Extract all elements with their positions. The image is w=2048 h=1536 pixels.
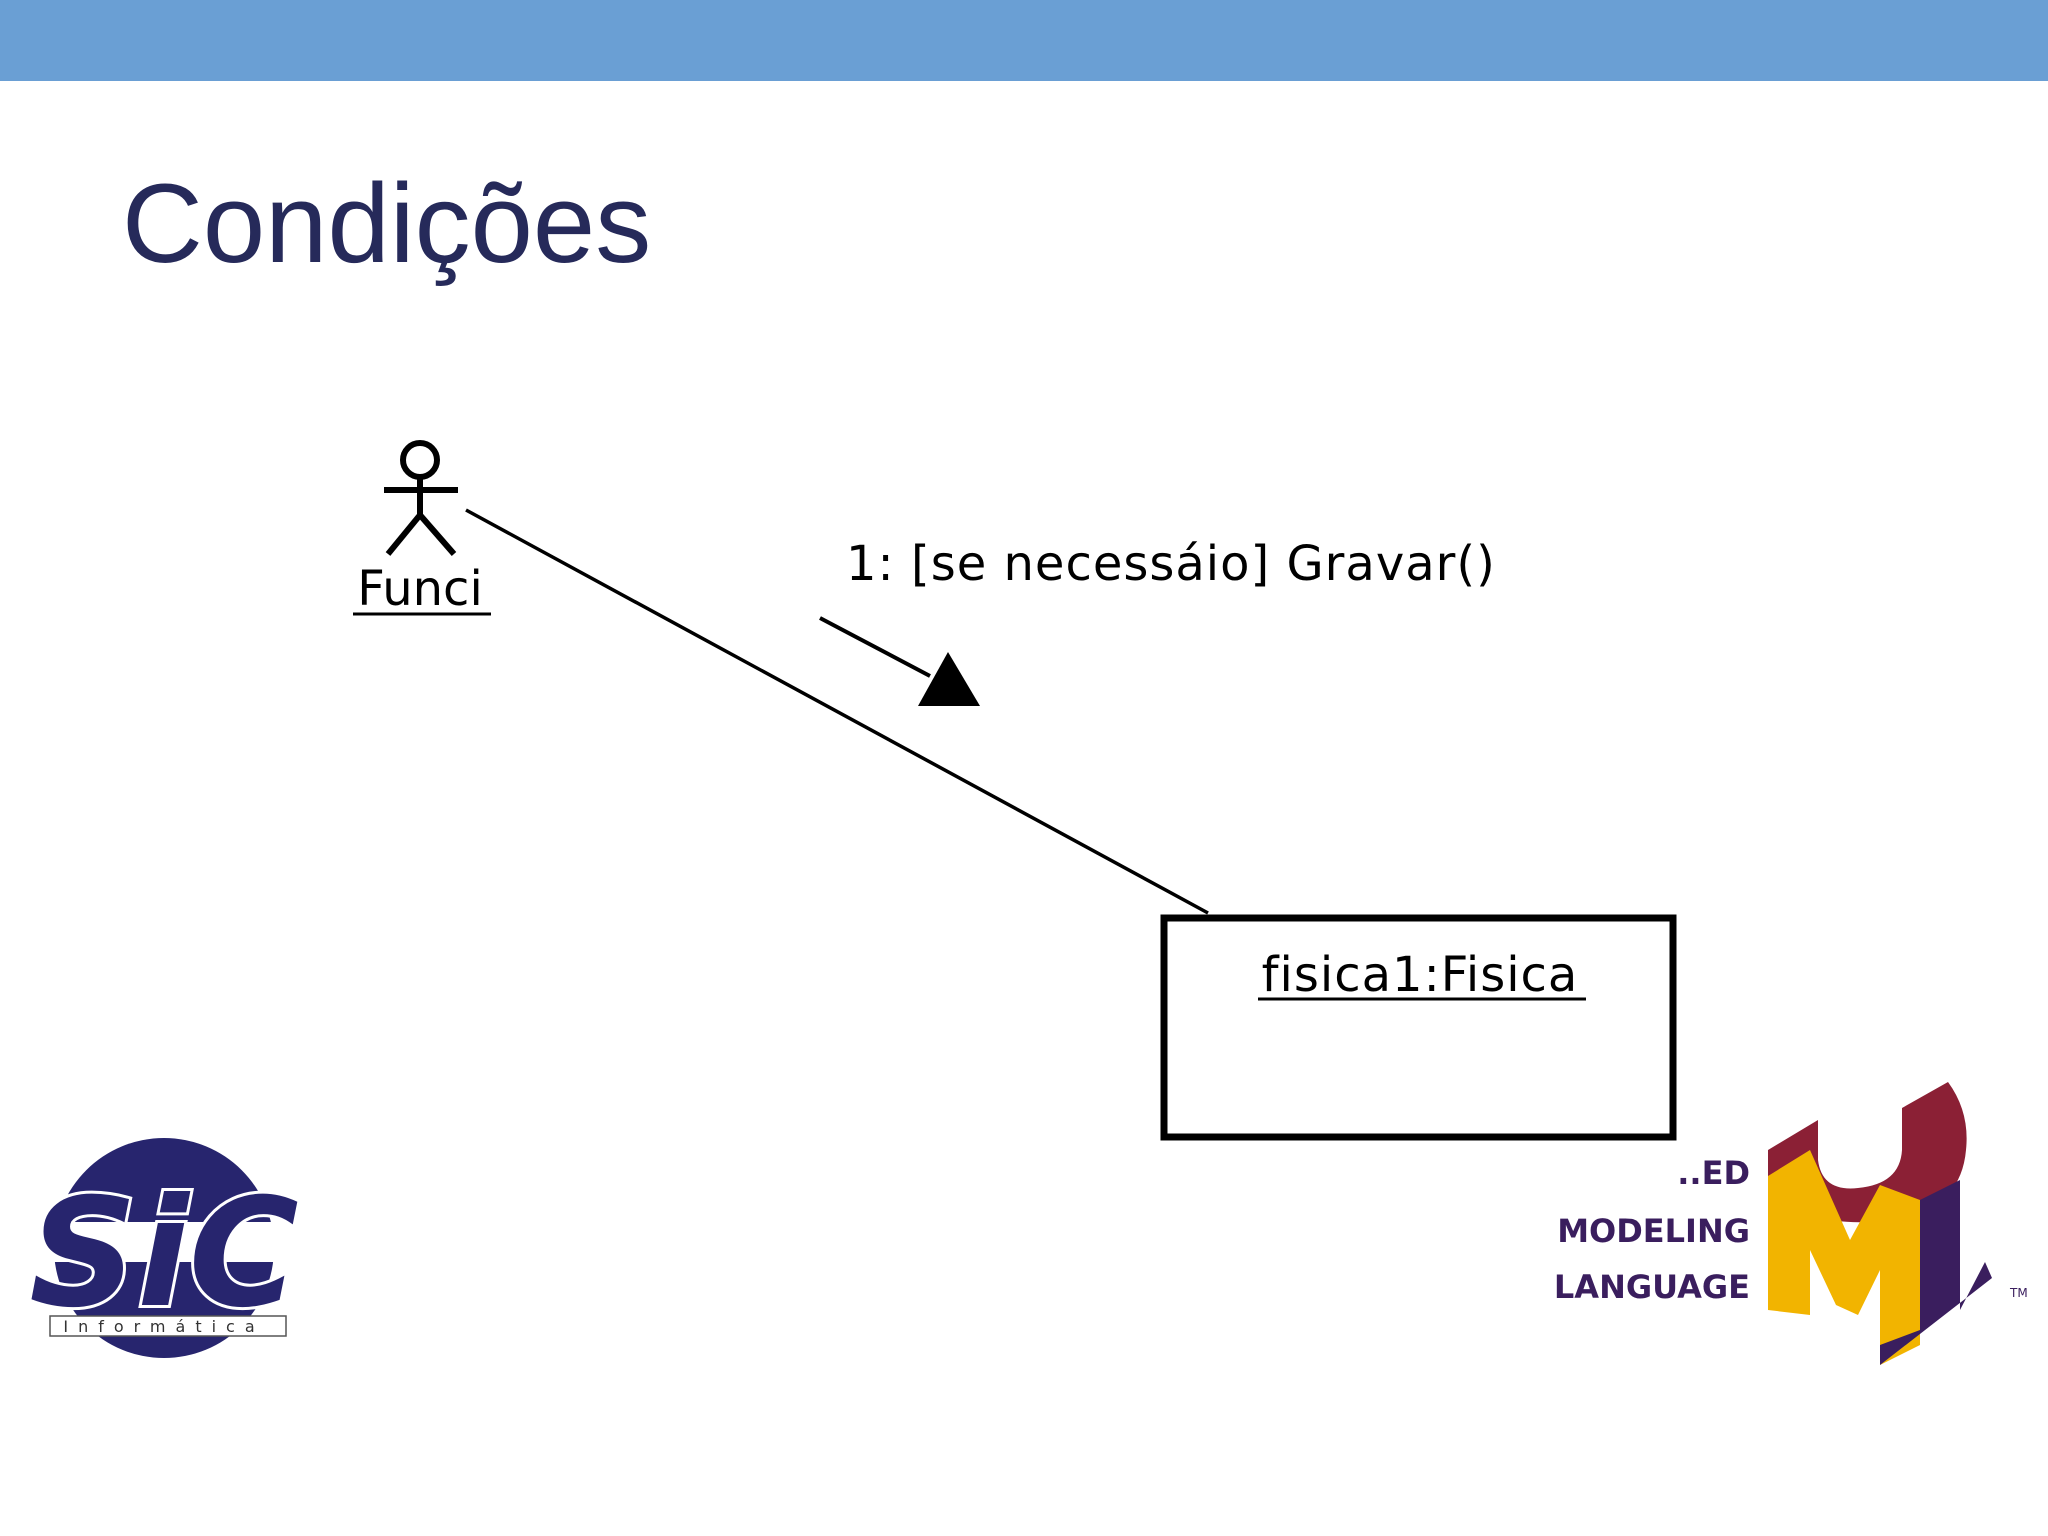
uml-line1: ..ED xyxy=(1677,1154,1750,1192)
slide-title: Condições xyxy=(122,161,652,286)
object-box xyxy=(1160,914,1677,1141)
sic-logo: SiC Informática xyxy=(26,1138,302,1358)
uml-logo: ..ED MODELING LANGUAGE TM xyxy=(1554,1082,2028,1365)
actor-name: Funci xyxy=(357,561,483,617)
message-label: 1: [se necessáio] Gravar() xyxy=(846,536,1496,592)
sic-logo-letters: SiC xyxy=(29,1167,299,1341)
uml-m-shape xyxy=(1768,1150,1920,1365)
actor-stick-figure-icon xyxy=(384,440,458,556)
sic-logo-subtitle: Informática xyxy=(63,1317,264,1336)
object-name: fisica1:Fisica xyxy=(1262,947,1579,1003)
uml-line2: MODELING xyxy=(1557,1212,1750,1250)
uml-trademark: TM xyxy=(2009,1286,2028,1300)
top-accent-bar xyxy=(0,0,2048,81)
association-link xyxy=(465,508,1209,915)
uml-l-shape xyxy=(1880,1180,1992,1365)
message-arrow-icon xyxy=(819,616,980,706)
uml-line3: LANGUAGE xyxy=(1554,1268,1750,1306)
